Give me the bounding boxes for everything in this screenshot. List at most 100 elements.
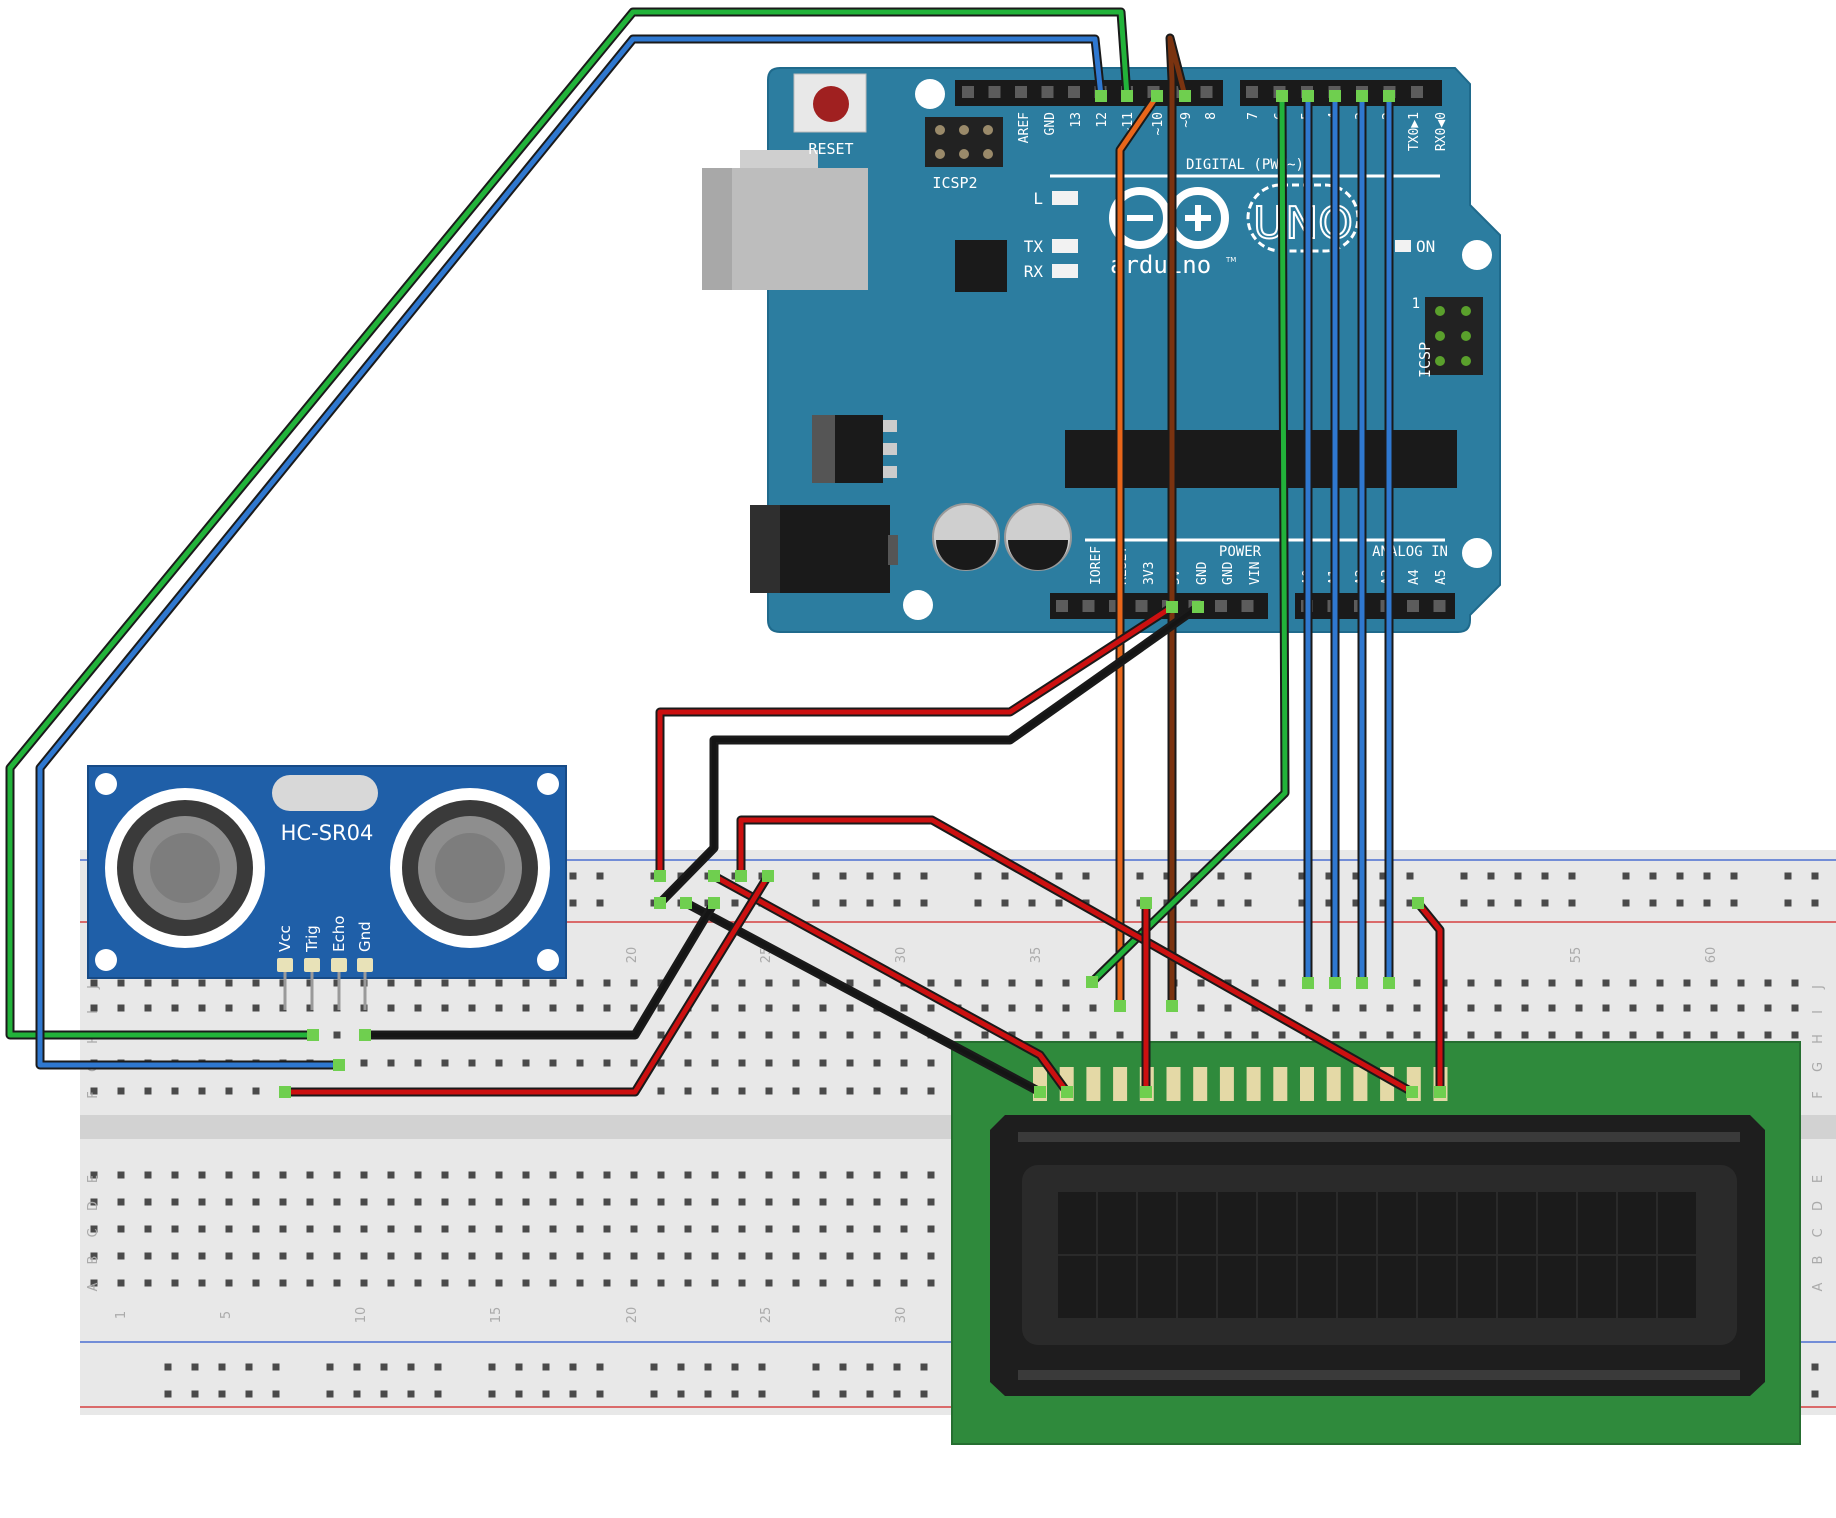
arduino-board (767, 67, 1501, 633)
breadboard-hole (549, 1171, 557, 1179)
wire-endpoint (1140, 1086, 1152, 1098)
column-number: 20 (625, 947, 640, 964)
breadboard-hole (198, 1252, 206, 1260)
lcd-character-cell (1218, 1192, 1256, 1254)
lcd-character-cell (1578, 1256, 1616, 1318)
breadboard-hole (414, 1198, 422, 1206)
usb-connector-edge (702, 168, 732, 290)
icsp2-pins (935, 125, 993, 159)
rail-hole (1352, 899, 1360, 907)
breadboard-hole (360, 1225, 368, 1233)
breadboard-hole (657, 1087, 665, 1095)
wire-endpoint (1061, 1086, 1073, 1098)
breadboard-hole (1494, 1004, 1502, 1012)
breadboard-hole (414, 1225, 422, 1233)
breadboard-hole (252, 1252, 260, 1260)
lcd-character-cell (1298, 1192, 1336, 1254)
breadboard-hole (144, 979, 152, 987)
breadboard-hole (819, 1087, 827, 1095)
reset-button-cap[interactable] (813, 86, 849, 122)
rail-hole (1325, 899, 1333, 907)
breadboard-hole (630, 1171, 638, 1179)
mount-hole (537, 773, 559, 795)
rail-hole (1136, 872, 1144, 880)
breadboard-hole (468, 1225, 476, 1233)
breadboard-hole (117, 1198, 125, 1206)
breadboard-hole (387, 1252, 395, 1260)
breadboard-hole (738, 1225, 746, 1233)
regulator-pins (883, 420, 897, 478)
row-letter-left: C (86, 1228, 101, 1237)
breadboard-hole (711, 1198, 719, 1206)
power-jack-pin (888, 535, 898, 565)
icsp-pins (1435, 306, 1471, 366)
led-l (1052, 191, 1078, 205)
top-pin-label: 13 (1069, 112, 1084, 128)
rail-hole (1514, 872, 1522, 880)
breadboard-hole (1791, 1004, 1799, 1012)
sensor-pin-label: Gnd (356, 921, 374, 952)
rail-hole (515, 1390, 523, 1398)
header-pin (962, 86, 974, 98)
breadboard-hole (441, 1059, 449, 1067)
breadboard-hole (846, 1225, 854, 1233)
breadboard-hole (1548, 1004, 1556, 1012)
breadboard-hole (117, 1171, 125, 1179)
breadboard-hole (225, 1198, 233, 1206)
breadboard-hole (171, 979, 179, 987)
arduino-tm: TM (1225, 256, 1236, 264)
rail-hole (380, 1363, 388, 1371)
breadboard-hole (360, 1198, 368, 1206)
breadboard-hole (603, 1225, 611, 1233)
breadboard-hole (684, 1252, 692, 1260)
breadboard-hole (1413, 979, 1421, 987)
lcd-character-cells (1058, 1192, 1696, 1318)
lcd-pin (1353, 1067, 1368, 1101)
lcd-character-cell (1138, 1192, 1176, 1254)
column-number: 1 (114, 1311, 129, 1319)
rail-hole (326, 1390, 334, 1398)
rail-hole (839, 1390, 847, 1398)
header-pin (1068, 86, 1080, 98)
breadboard-hole (1413, 1031, 1421, 1039)
rail-hole (596, 872, 604, 880)
mount-hole (537, 949, 559, 971)
breadboard-hole (603, 979, 611, 987)
wire-endpoints (279, 90, 1446, 1098)
bottom-pin-label: GND (1195, 561, 1210, 585)
breadboard-hole (333, 1252, 341, 1260)
breadboard-hole (765, 1252, 773, 1260)
breadboard-hole (333, 1004, 341, 1012)
lcd-pin (1273, 1067, 1288, 1101)
bottom-pin-label: A4 (1407, 569, 1422, 585)
wire-blue-data-bus (1303, 91, 1394, 988)
breadboard-hole (738, 1031, 746, 1039)
rail-hole (1244, 872, 1252, 880)
row-letter-left: B (86, 1256, 101, 1265)
breadboard-hole (1521, 1031, 1529, 1039)
breadboard-hole (927, 1252, 935, 1260)
row-letter-right: D (1811, 1201, 1826, 1211)
breadboard-hole (630, 1004, 638, 1012)
breadboard-hole (900, 1225, 908, 1233)
breadboard-hole (657, 1252, 665, 1260)
rail-hole (893, 899, 901, 907)
breadboard-hole (711, 1031, 719, 1039)
top-pin-label: ~10 (1151, 112, 1166, 135)
rail-hole (1703, 872, 1711, 880)
breadboard-hole (1602, 1031, 1610, 1039)
breadboard-hole (630, 1059, 638, 1067)
mount-hole (95, 949, 117, 971)
sensor-pin-label: Echo (330, 916, 348, 952)
sensor-pin-label: Vcc (276, 925, 294, 952)
breadboard-hole (549, 1252, 557, 1260)
column-number: 10 (354, 1307, 369, 1324)
rail-hole (596, 899, 604, 907)
breadboard-hole (792, 1031, 800, 1039)
row-letter-right: F (1811, 1091, 1826, 1098)
rail-hole (758, 1363, 766, 1371)
breadboard-hole (819, 1059, 827, 1067)
breadboard-hole (657, 1225, 665, 1233)
breadboard-hole (873, 1059, 881, 1067)
rail-hole (1379, 899, 1387, 907)
